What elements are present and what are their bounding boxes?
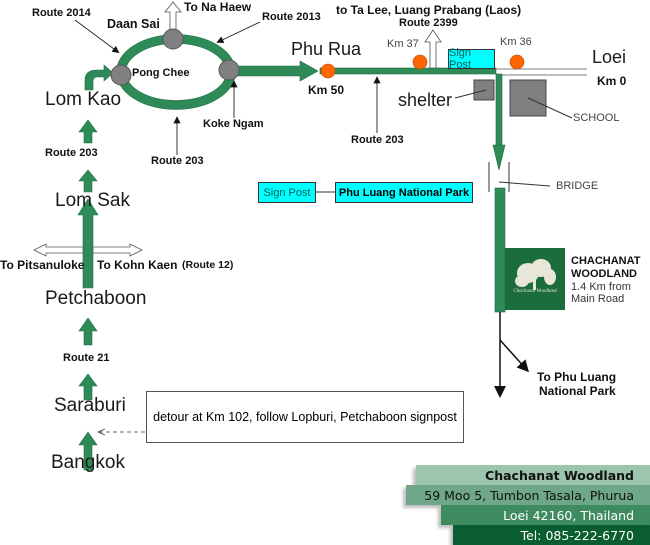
city-label-lom-kao: Lom Kao bbox=[45, 89, 122, 110]
route-label-2013: Route 2013 bbox=[262, 11, 321, 23]
town-label-pong-chee: Pong Chee bbox=[132, 67, 190, 79]
tree-logo-icon bbox=[515, 259, 556, 290]
arrow-right-icon bbox=[92, 243, 143, 257]
city-label-petchaboon: Petchaboon bbox=[45, 288, 147, 309]
woodland-title-line2: WOODLAND bbox=[571, 268, 637, 280]
arrow-up-icon bbox=[77, 198, 99, 289]
city-label-loei: Loei bbox=[592, 47, 627, 67]
crossroad-arrows bbox=[33, 243, 143, 257]
arrow-up-icon bbox=[78, 169, 98, 193]
arrow-up-icon bbox=[78, 431, 98, 471]
to-park-line1: To Phu Luang bbox=[537, 370, 617, 384]
woodland-road bbox=[494, 187, 506, 313]
arrow-down-icon bbox=[492, 144, 506, 171]
route-label-2399: Route 2399 bbox=[399, 17, 458, 29]
address-name: Chachanat Woodland bbox=[416, 465, 650, 485]
route-label-203-loop: Route 203 bbox=[151, 155, 204, 167]
km-label-50: Km 50 bbox=[308, 83, 345, 97]
side-road bbox=[495, 73, 503, 149]
direction-label-ta-lee: to Ta Lee, Luang Prabang (Laos) bbox=[336, 3, 522, 17]
town-node-daan-sai bbox=[162, 28, 184, 50]
school-label: SCHOOL bbox=[573, 112, 620, 124]
route-label-21: Route 21 bbox=[63, 352, 110, 364]
arrow-up-icon bbox=[78, 373, 98, 401]
km-marker-50 bbox=[320, 63, 336, 79]
direction-label-pitsanuloke: To Pitsanuloke bbox=[0, 258, 85, 272]
park-name-sign: Phu Luang National Park bbox=[335, 182, 473, 203]
to-park-line2: National Park bbox=[539, 384, 616, 398]
route-label-2014: Route 2014 bbox=[32, 7, 91, 19]
city-label-bangkok: Bangkok bbox=[51, 452, 125, 473]
address-line2: Loei 42160, Thailand bbox=[441, 505, 650, 525]
town-label-phu-rua: Phu Rua bbox=[291, 39, 362, 59]
town-node-koke-ngam bbox=[218, 59, 240, 81]
city-label-lom-sak: Lom Sak bbox=[55, 190, 130, 211]
town-node-pong-chee bbox=[110, 64, 132, 86]
arrow-up-icon bbox=[78, 317, 98, 346]
route-arrows-left bbox=[77, 64, 114, 471]
arrow-right-icon bbox=[235, 60, 319, 82]
route-label-12: (Route 12) bbox=[182, 259, 234, 271]
bridge-label: BRIDGE bbox=[556, 180, 599, 192]
arrow-up-icon bbox=[424, 29, 442, 69]
km-label-37: Km 37 bbox=[387, 38, 419, 50]
km-marker-36 bbox=[509, 54, 525, 70]
address-line1: 59 Moo 5, Tumbon Tasala, Phurua bbox=[406, 485, 650, 505]
shelter-label: shelter bbox=[398, 90, 453, 110]
city-label-saraburi: Saraburi bbox=[54, 395, 126, 416]
curved-arrow-icon bbox=[84, 64, 114, 91]
address-tel[interactable]: Tel: 085-222-6770 bbox=[453, 525, 650, 545]
sign-post-park: Sign Post bbox=[258, 182, 316, 203]
direction-label-na-haew: To Na Haew bbox=[184, 0, 252, 14]
woodland-logo-text: Chachanat Woodland bbox=[513, 289, 557, 294]
arrow-left-icon bbox=[33, 243, 84, 257]
route-label-203-main: Route 203 bbox=[351, 134, 404, 146]
km-label-36: Km 36 bbox=[500, 36, 532, 48]
detour-note: detour at Km 102, follow Lopburi, Petcha… bbox=[146, 391, 464, 443]
km-label-0: Km 0 bbox=[597, 74, 627, 88]
town-label-koke-ngam: Koke Ngam bbox=[203, 118, 264, 130]
main-road bbox=[319, 67, 497, 75]
arrow-up-icon bbox=[164, 1, 182, 33]
woodland-distance-line1: 1.4 Km from bbox=[571, 281, 631, 293]
sign-post-main-road: Sign Post bbox=[448, 47, 495, 71]
direction-label-kohn-kaen: To Kohn Kaen bbox=[97, 258, 178, 272]
km-marker-37 bbox=[412, 54, 428, 70]
arrow-up-icon bbox=[78, 119, 98, 144]
town-label-daan-sai: Daan Sai bbox=[107, 17, 160, 31]
woodland-distance-line2: Main Road bbox=[571, 293, 625, 305]
route-label-203: Route 203 bbox=[45, 147, 98, 159]
woodland-title-line1: CHACHANAT bbox=[571, 255, 641, 267]
